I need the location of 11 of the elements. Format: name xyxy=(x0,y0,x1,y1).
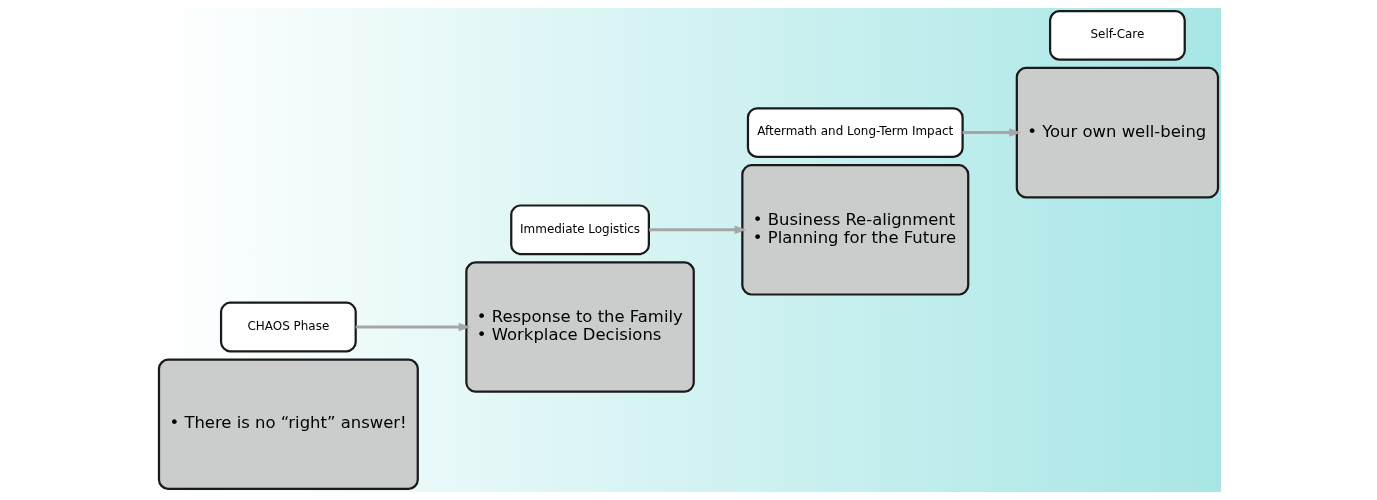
node-box: Immediate Logistics xyxy=(510,204,650,256)
node-box: Self-Care xyxy=(1049,9,1186,61)
arrow xyxy=(355,322,471,332)
node-box: • There is no “right” answer! xyxy=(157,358,419,491)
node-box: • Your own well-being xyxy=(1015,66,1220,199)
arrow xyxy=(649,225,747,234)
arrow xyxy=(962,128,1022,137)
node-box: • Business Re-alignment • Planning for the Future xyxy=(741,164,970,296)
node-box: CHAOS Phase xyxy=(219,301,357,353)
node-box: Aftermath and Long-Term Impact xyxy=(746,107,964,158)
node-box: • Response to the Family • Workplace Decisions xyxy=(465,261,695,393)
